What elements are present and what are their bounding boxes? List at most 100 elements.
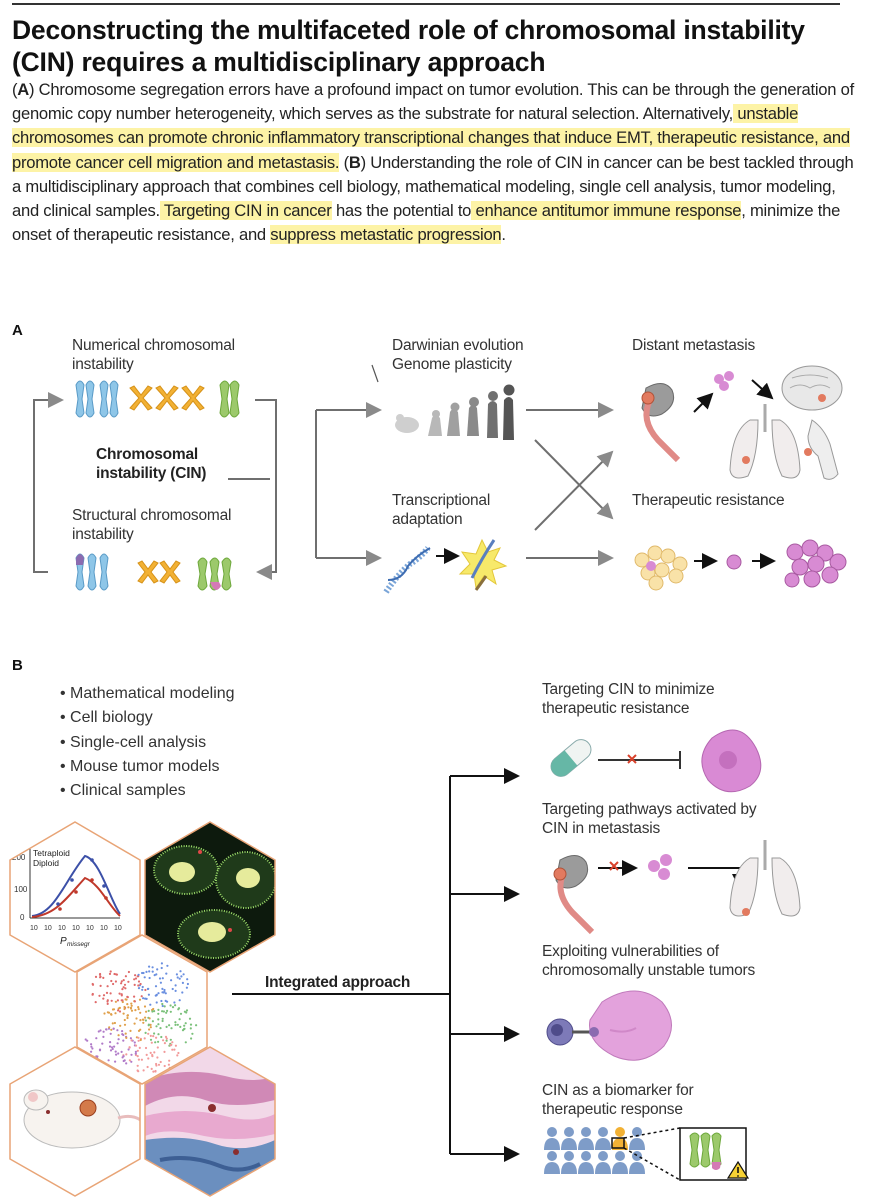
single-cell-dot <box>156 1046 159 1049</box>
single-cell-dot <box>157 1033 160 1036</box>
single-cell-dot <box>168 1024 171 1027</box>
single-cell-dot <box>169 1004 172 1007</box>
single-cell-dot <box>159 1027 162 1030</box>
single-cell-dot <box>134 977 138 980</box>
single-cell-dot <box>195 1024 198 1027</box>
single-cell-dot <box>145 1010 148 1013</box>
single-cell-dot <box>164 992 167 995</box>
single-cell-dot <box>107 1059 110 1062</box>
single-cell-dot <box>121 988 124 991</box>
single-cell-dot <box>171 1006 175 1009</box>
single-cell-dot <box>102 994 106 997</box>
single-cell-dot <box>185 986 188 989</box>
single-cell-dot <box>129 1037 132 1040</box>
single-cell-dot <box>126 996 129 999</box>
burst-icon <box>458 538 508 591</box>
single-cell-dot <box>163 988 166 992</box>
single-cell-dot <box>185 1011 188 1014</box>
outcome-label-1: Targeting CIN to minimize therapeutic re… <box>542 681 715 717</box>
single-cell-dot <box>106 985 109 988</box>
single-cell-dot <box>155 1025 158 1028</box>
single-cell-dot <box>117 1009 120 1012</box>
single-cell-dot <box>130 1009 134 1012</box>
single-cell-dot <box>151 1053 154 1057</box>
single-cell-dot <box>137 1008 140 1011</box>
single-cell-dot <box>163 1005 166 1008</box>
single-cell-dot <box>95 1037 98 1040</box>
single-cell-dot <box>163 1064 166 1068</box>
panel-a-connectors <box>33 392 614 580</box>
single-cell-dot <box>137 1039 140 1042</box>
single-cell-dot <box>140 995 143 998</box>
bullet-item: Clinical samples <box>60 779 235 803</box>
single-cell-dot <box>161 1010 164 1013</box>
single-cell-dot <box>185 1009 189 1012</box>
single-cell-dot <box>174 989 177 993</box>
single-cell-dot <box>176 1023 179 1026</box>
single-cell-dot <box>116 1029 119 1032</box>
single-cell-dot <box>151 1020 154 1023</box>
single-cell-dot <box>111 1022 114 1025</box>
single-cell-dot <box>123 1018 126 1022</box>
single-cell-dot <box>111 1047 114 1051</box>
single-cell-dot <box>133 995 136 998</box>
single-cell-dot <box>157 1018 160 1021</box>
single-cell-dot <box>177 1007 181 1010</box>
single-cell-dot <box>134 974 137 977</box>
single-cell-dot <box>109 992 112 995</box>
single-cell-dot <box>161 991 164 994</box>
single-cell-dot <box>130 1004 133 1007</box>
single-cell-dot <box>173 1001 176 1004</box>
single-cell-dot <box>147 1032 150 1035</box>
single-cell-dot <box>137 980 141 983</box>
single-cell-dot <box>120 980 123 983</box>
single-cell-dot <box>108 1045 112 1048</box>
plot-x-tick: 10 <box>100 925 108 932</box>
single-cell-dot <box>186 978 189 981</box>
single-cell-dot <box>143 976 146 979</box>
single-cell-dot <box>141 1018 145 1021</box>
single-cell-dot <box>98 973 102 976</box>
plot-x-tick: 10 <box>58 925 66 932</box>
single-cell-dot <box>137 973 140 976</box>
single-cell-dot <box>114 1012 117 1015</box>
single-cell-dot <box>165 972 168 975</box>
single-cell-dot <box>110 1046 114 1049</box>
single-cell-dot <box>136 1055 139 1058</box>
single-cell-dot <box>174 1004 177 1007</box>
panel-a-letter: A <box>12 322 23 339</box>
marker-b: B <box>348 152 361 172</box>
therapeutic-resistance-label: Therapeutic resistance <box>632 492 785 509</box>
single-cell-dot <box>161 1019 164 1023</box>
single-cell-dot <box>129 1029 132 1032</box>
single-cell-dot <box>128 1046 131 1049</box>
single-cell-dot <box>170 979 173 982</box>
metastasis-illustration <box>641 365 843 480</box>
metastasis-block-illustration <box>553 840 801 935</box>
patient-icon <box>544 1151 560 1174</box>
single-cell-dot <box>109 1049 113 1052</box>
dna-icon <box>383 546 460 594</box>
chromosome-icon <box>75 380 240 418</box>
single-cell-dot <box>173 1048 176 1051</box>
single-cell-dot <box>124 987 127 990</box>
single-cell-dot <box>154 985 158 988</box>
single-cell-dot <box>148 965 151 968</box>
single-cell-dot <box>164 999 167 1003</box>
single-cell-dot <box>141 971 144 975</box>
single-cell-dot <box>91 993 94 996</box>
integrated-approach-label: Integrated approach <box>265 974 411 991</box>
single-cell-dot <box>117 1034 120 1037</box>
single-cell-dot <box>161 1004 164 1008</box>
single-cell-dot <box>133 983 136 987</box>
single-cell-dot <box>123 983 127 986</box>
single-cell-dot <box>165 1039 168 1042</box>
single-cell-dot <box>160 962 163 965</box>
single-cell-dot <box>169 1010 172 1013</box>
single-cell-dot <box>144 1046 148 1050</box>
single-cell-dot <box>102 976 105 980</box>
single-cell-dot <box>99 976 102 979</box>
single-cell-dot <box>133 1000 136 1003</box>
single-cell-dot <box>133 1041 136 1044</box>
